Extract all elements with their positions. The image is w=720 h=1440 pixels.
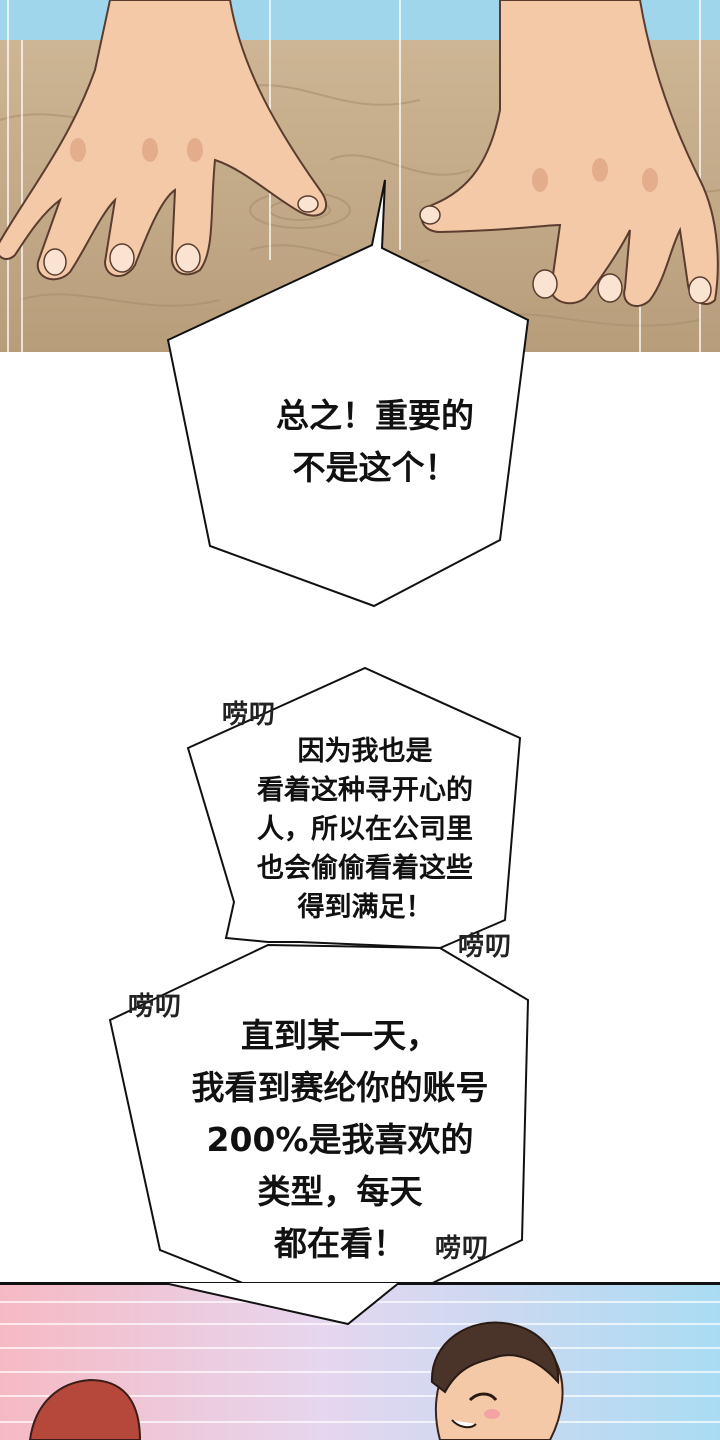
speech-bubble-1 xyxy=(166,179,530,608)
characters-illustration xyxy=(0,1282,720,1440)
sfx-nagging-1: 唠叨 xyxy=(222,700,277,730)
speech-bubble-2-text: 因为我也是 看着这种寻开心的 人，所以在公司里 也会偷偷看着这些 得到满足！ xyxy=(257,736,473,923)
hands-on-table-illustration xyxy=(0,0,720,352)
dark-haired-character xyxy=(430,1321,564,1440)
right-hand xyxy=(419,0,719,307)
sfx-nagging-2: 唠叨 xyxy=(458,932,513,962)
red-haired-character xyxy=(28,1378,142,1440)
panel-hands-on-table xyxy=(0,0,720,352)
speech-bubble-3-text: 直到某一天， 我看到赛纶你的账号 200%是我喜欢的 类型，每天 都在看！ xyxy=(191,1016,489,1263)
left-hand xyxy=(0,0,327,281)
speech-bubble-1-text: 总之！重要的 不是这个！ xyxy=(276,396,474,487)
panel-characters xyxy=(0,1282,720,1440)
bubble-tail-overlap xyxy=(159,1282,402,1326)
sfx-nagging-4: 唠叨 xyxy=(435,1234,490,1264)
sfx-nagging-3: 唠叨 xyxy=(128,992,183,1022)
speech-bubble-2 xyxy=(186,666,522,950)
